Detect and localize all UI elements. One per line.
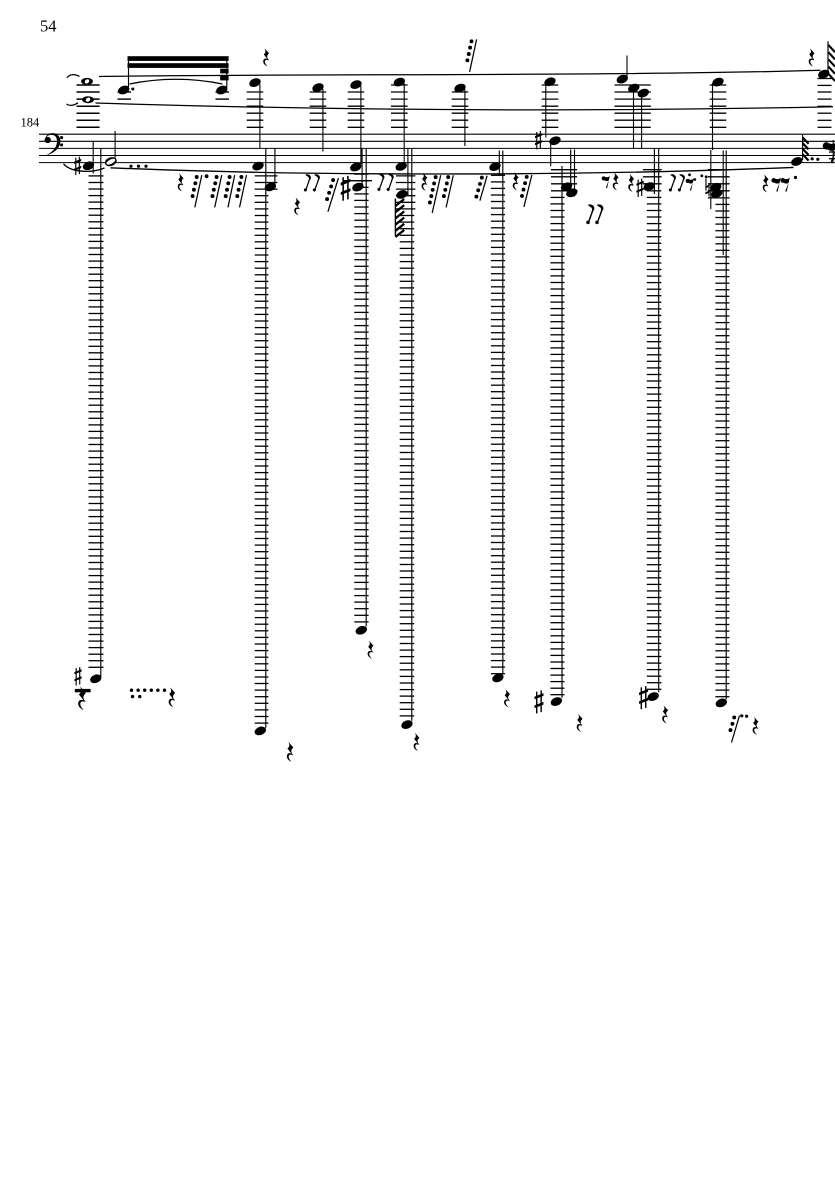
svg-text:184: 184 xyxy=(21,115,41,129)
svg-text:54: 54 xyxy=(40,17,57,36)
